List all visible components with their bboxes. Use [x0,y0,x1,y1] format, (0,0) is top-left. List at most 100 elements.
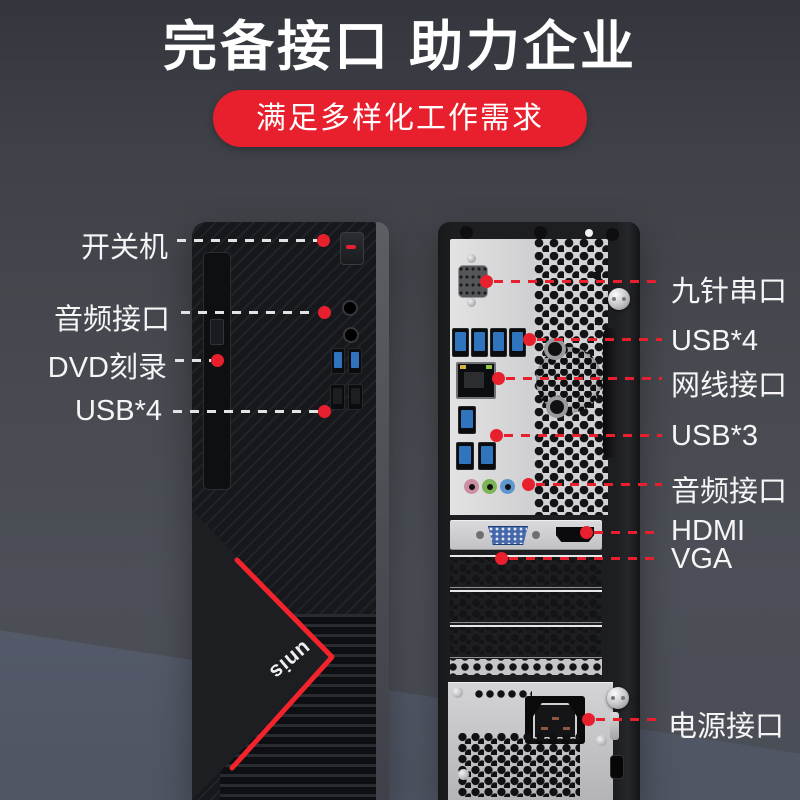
callout-label-front-audio: 音频接口 [53,304,170,336]
chassis-latch-handle [603,328,617,458]
rear-usb-port-7 [478,442,496,470]
callout-line-rear-audio [536,483,662,486]
psu-screw [452,687,463,698]
psu-screw [596,735,607,746]
chassis-thumbscrew-bottom [607,687,629,709]
chassis-screw-bump [606,228,619,241]
callout-label-rear-usb4: USB*4 [671,325,759,357]
callout-dot-hdmi [580,526,593,539]
callout-line-front-usb [173,410,319,413]
front-mic-jack [343,327,359,343]
db9-screw-post [467,254,476,263]
psu-latch [610,712,619,740]
vent-ring-hole [544,338,566,360]
front-usb3-port-2 [348,348,362,374]
c14-pin [563,727,570,730]
psu-screw [458,769,469,780]
vga-screw-hole [476,531,484,539]
expansion-slot-cover-1 [450,555,602,588]
callout-line-power [177,239,317,242]
callout-dot-vga [495,552,508,565]
callout-dot-front-usb [318,405,331,418]
dvd-drive-slot [203,252,231,490]
front-usb2-port-1 [330,384,345,410]
callout-line-dvd [175,359,211,362]
db9-screw-post [467,298,476,307]
callout-label-rear-audio: 音频接口 [671,476,788,508]
usb2-tongue [333,388,342,404]
callout-label-power-inlet: 电源接口 [668,711,785,743]
callout-line-hdmi [594,531,662,534]
usb3-tongue [334,352,342,368]
page-title: 完备接口 助力企业 [162,17,637,77]
rear-lineout-jack [482,479,497,494]
callout-label-serial: 九针串口 [671,276,788,308]
psu-vent-row [474,689,532,700]
vent-square-hole [594,272,601,279]
callout-label-hdmi: HDMI [671,515,746,547]
callout-dot-rear-audio [522,478,535,491]
ethernet-socket [464,372,484,388]
usb3-tongue [512,332,523,351]
rear-mic-jack [464,479,479,494]
callout-dot-rear-usb3 [490,429,503,442]
rear-usb-port-5 [458,406,476,434]
expansion-slot-cover-2 [450,590,602,623]
usb3-tongue [461,410,473,428]
rear-linein-jack [500,479,515,494]
callout-line-rear-usb4 [537,338,662,341]
vent-square-hole [595,318,602,325]
vga-port [488,526,528,545]
pc-front-view: unis [192,222,397,800]
power-button [340,232,364,265]
subtitle-text: 满足多样化工作需求 [256,102,544,135]
chassis-thumbscrew-top [608,288,630,310]
front-usb3-port-1 [331,348,345,374]
vent-strip [450,659,602,675]
chassis-screw-bump [460,226,473,239]
usb3-tongue [474,332,485,351]
callout-label-vga: VGA [671,543,733,575]
video-output-bracket [450,520,602,549]
kensington-lock-slot [610,755,624,779]
ethernet-port [456,362,496,399]
callout-dot-serial [480,275,493,288]
vga-screw-hole [532,531,540,539]
callout-label-rear-usb3: USB*3 [671,420,759,452]
c14-pin [541,727,548,730]
ethernet-led-green [486,365,492,369]
chassis-screw-bump [534,226,547,239]
callout-label-dvd: DVD刻录 [47,352,167,384]
psu-fan-grille [458,733,580,797]
pc-rear-view [438,222,640,800]
rear-usb3-port-3 [490,328,507,357]
callout-dot-power [317,234,330,247]
callout-dot-ethernet [492,372,505,385]
dvd-eject-button [210,319,224,345]
callout-dot-front-audio [318,306,331,319]
callout-dot-dvd [211,354,224,367]
power-supply-unit [448,682,613,800]
callout-line-vga [509,557,662,560]
front-usb2-port-2 [348,384,363,410]
callout-line-ethernet [506,377,662,380]
callout-dot-power-inlet [582,713,595,726]
power-button-led [346,245,356,249]
c14-pin [552,717,559,720]
usb3-tongue [351,352,359,368]
chassis-white-screw [585,229,593,237]
usb2-tongue [351,388,360,404]
front-side-edge [376,222,389,800]
callout-dot-rear-usb4 [523,333,536,346]
callout-line-power-inlet [596,718,662,721]
rear-usb3-port-2 [471,328,488,357]
usb3-tongue [493,332,504,351]
callout-line-rear-usb3 [504,434,662,437]
vent-ring-hole [546,396,568,418]
callout-label-front-usb: USB*4 [74,395,162,427]
usb3-tongue [459,446,471,464]
expansion-slot-cover-3 [450,625,602,658]
callout-line-serial [494,280,662,283]
usb3-tongue [481,446,493,464]
callout-label-ethernet: 网线接口 [671,370,788,402]
